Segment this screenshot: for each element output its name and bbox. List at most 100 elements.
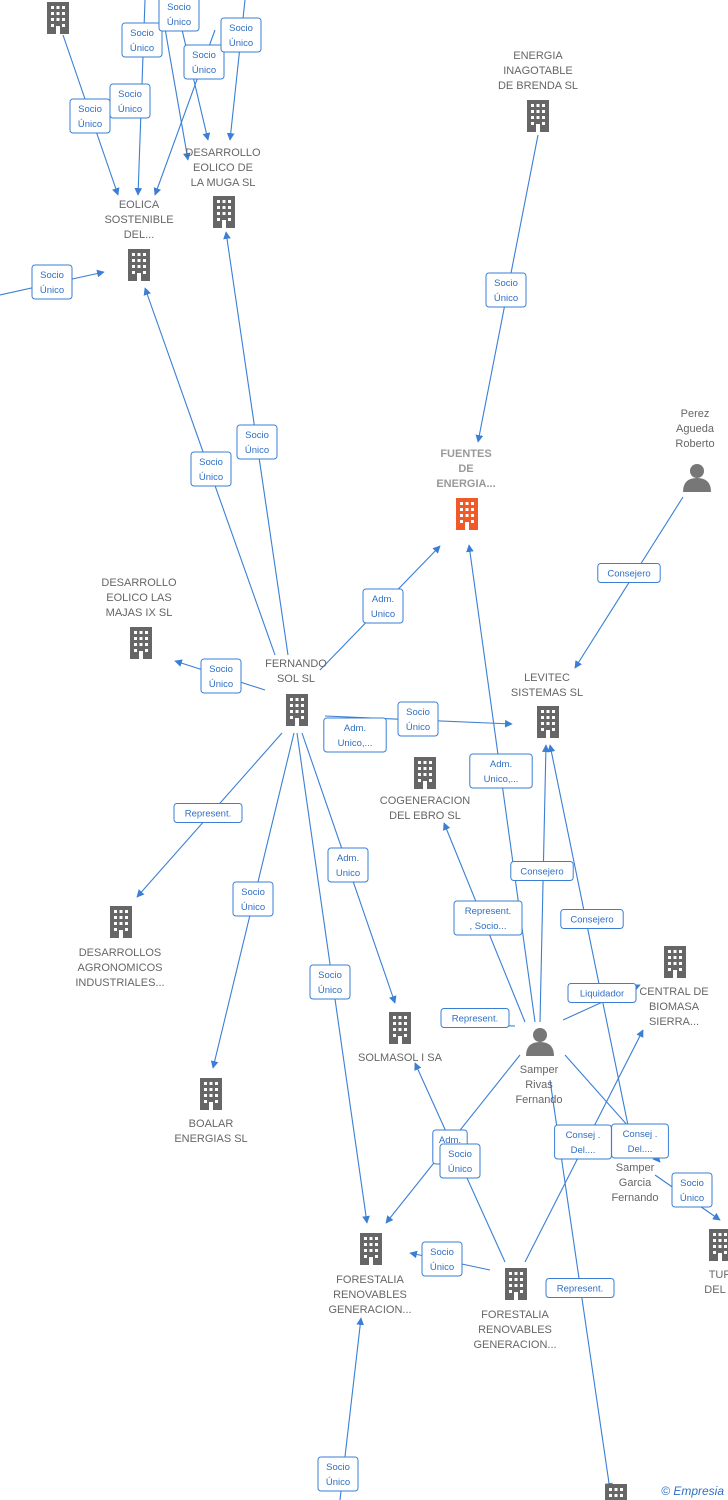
building-icon xyxy=(537,706,559,738)
edge-label[interactable]: Represent. xyxy=(545,1278,615,1298)
edge-label-text: Socio xyxy=(318,970,342,981)
node-label: DE BRENDA SL xyxy=(498,80,578,92)
edge-label-text: Socio xyxy=(241,887,265,898)
node-label: FORESTALIA xyxy=(481,1309,549,1321)
node-label: DEL V xyxy=(704,1284,728,1296)
node-label: GENERACION... xyxy=(328,1304,411,1316)
edge-label-text: Represent. xyxy=(465,906,511,917)
edge-label-box xyxy=(567,983,637,1003)
node-agronom[interactable]: DESARROLLOSAGRONOMICOSINDUSTRIALES... xyxy=(75,906,165,989)
edge-label[interactable]: Represent., Socio... xyxy=(453,900,523,936)
node-solmasol[interactable]: SOLMASOL I SA xyxy=(358,1012,443,1064)
building-icon xyxy=(389,1012,411,1044)
edge-label-text: Socio xyxy=(192,50,216,61)
node-levitec[interactable]: LEVITEC SISTEMAS SL xyxy=(511,672,583,738)
edge-label[interactable]: Consej .Del.... xyxy=(554,1124,612,1160)
node-biomasa[interactable]: CENTRAL DEBIOMASASIERRA... xyxy=(639,946,709,1028)
edge-label-text: Adm. xyxy=(344,723,366,734)
building-icon xyxy=(47,2,69,34)
edge-label-text: Consejero xyxy=(570,915,613,926)
edge-label-box xyxy=(421,1241,463,1277)
edge-label-text: Unico,... xyxy=(338,738,373,749)
edge-label-text: Único xyxy=(430,1262,454,1273)
building-icon xyxy=(709,1229,728,1261)
node-bottom[interactable] xyxy=(605,1484,627,1500)
node-eolica[interactable]: EOLICASOSTENIBLEDEL... xyxy=(104,199,174,281)
edge-label-box xyxy=(309,964,351,1000)
edge-label-box xyxy=(183,44,225,80)
edge-label-text: Adm. xyxy=(337,853,359,864)
building-icon xyxy=(360,1233,382,1265)
edge-label-text: Consejero xyxy=(520,867,563,878)
edge-label[interactable]: Adm.Unico xyxy=(362,588,404,624)
edge-label[interactable]: Consejero xyxy=(510,861,574,881)
node-label: SIERRA... xyxy=(649,1016,699,1028)
node-label: AGRONOMICOS xyxy=(78,962,163,974)
edge-label[interactable]: Consejero xyxy=(597,563,661,583)
edge-label[interactable]: Liquidador xyxy=(567,983,637,1003)
node-label: SISTEMAS SL xyxy=(511,687,583,699)
edge-label-text: Consej . xyxy=(623,1129,658,1140)
edge-label-box xyxy=(560,909,624,929)
node-label: BIOMASA xyxy=(649,1001,700,1013)
edge-label[interactable]: Consejero xyxy=(560,909,624,929)
node-label: DESARROLLO xyxy=(185,147,261,159)
edge-label-text: Único xyxy=(229,38,253,49)
node-fuentes[interactable]: FUENTESDEENERGIA... xyxy=(436,448,496,530)
node-label: RENOVABLES xyxy=(478,1324,552,1336)
building-icon xyxy=(414,757,436,789)
edge-label[interactable]: Represent. xyxy=(173,803,243,823)
building-icon xyxy=(130,627,152,659)
edge-label[interactable]: Adm.Unico xyxy=(327,847,369,883)
edge-label[interactable]: Consej .Del.... xyxy=(611,1123,669,1159)
edge-label-box xyxy=(109,83,151,119)
node-label: LEVITEC xyxy=(524,672,570,684)
edge-label-text: Socio xyxy=(209,664,233,675)
building-icon xyxy=(527,100,549,132)
edge-label[interactable]: Represent. xyxy=(440,1008,510,1028)
node-label: MAJAS IX SL xyxy=(106,607,173,619)
node-label: Samper xyxy=(520,1064,559,1076)
edge-label-text: Único xyxy=(680,1193,704,1204)
edge-label-box xyxy=(671,1172,713,1208)
edge-label-box xyxy=(232,881,274,917)
edge-label[interactable]: Adm.Unico,... xyxy=(469,753,533,789)
node-forestalia2[interactable]: FORESTALIARENOVABLESGENERACION... xyxy=(473,1268,557,1351)
edge-label-box xyxy=(611,1123,669,1159)
edge-label[interactable]: Adm. Unico,... xyxy=(323,717,387,753)
edge-label-text: Unico xyxy=(371,609,395,620)
building-icon xyxy=(213,196,235,228)
node-forestalia1[interactable]: FORESTALIARENOVABLESGENERACION... xyxy=(328,1233,412,1316)
node-top_left[interactable] xyxy=(47,2,69,34)
edge-label-text: Único xyxy=(167,17,191,28)
